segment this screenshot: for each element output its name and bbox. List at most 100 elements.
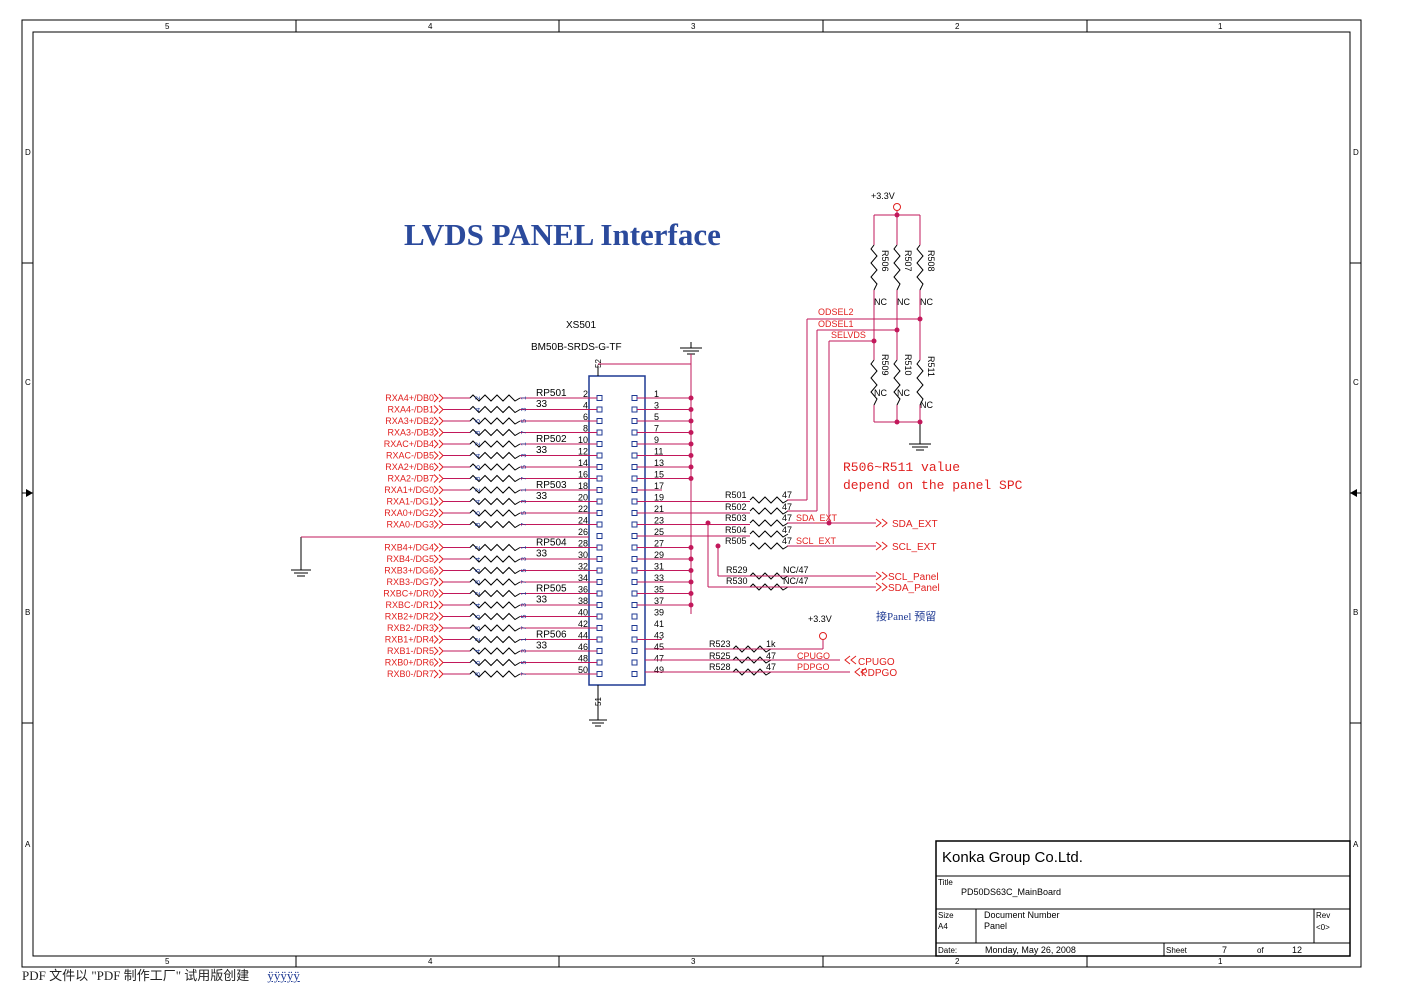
ground-symbol (589, 713, 607, 727)
resistor-value: 47 (766, 651, 776, 661)
rp-pin-label: 7 (521, 431, 528, 435)
rp-pin-label: 1 (521, 592, 528, 596)
left-net-label: RXA2-/DB7 (387, 474, 434, 484)
left-net-label: RXA2+/DB6 (385, 462, 434, 472)
connector-pin-left (596, 452, 603, 459)
resistor-symbol (893, 244, 901, 291)
connector-pin-number: 41 (654, 619, 664, 629)
left-net-label: RXB2+/DR2 (385, 612, 434, 622)
connector-pin-left (596, 429, 603, 436)
note-line-1: R506~R511 value (843, 460, 960, 475)
connector-pin-number: 31 (654, 562, 664, 572)
connector-pin-right (631, 498, 638, 505)
resistor-symbol (469, 612, 521, 621)
connector-pin-left (596, 613, 603, 620)
junction-dot (688, 568, 694, 573)
connector-pin-number: 25 (654, 527, 664, 537)
option-resistor-value: NC (920, 400, 933, 410)
connector-pin-left (596, 395, 603, 401)
col-label-top: 2 (955, 22, 960, 31)
offpage-arrow (433, 577, 444, 587)
rp-pin-label: 6 (475, 511, 482, 515)
rp-pin-label: 7 (521, 626, 528, 630)
connector-pin-number: 46 (578, 642, 588, 652)
resistor-symbol (469, 601, 521, 609)
offpage-scl-ext: SCL_EXT (892, 542, 936, 553)
offpage-arrow (433, 439, 444, 449)
connector-pin-number: 48 (578, 654, 588, 664)
resistor-ref: R503 (725, 513, 747, 523)
rp-pin-label: 5 (521, 569, 528, 573)
net-selvds: SELVDS (831, 330, 866, 340)
connector-pin-number: 17 (654, 481, 664, 491)
connector-pin-number: 43 (654, 631, 664, 641)
resistor-value: 47 (766, 662, 776, 672)
offpage-arrow (433, 520, 444, 529)
col-label-bottom: 5 (165, 957, 170, 966)
docnum-value: Panel (984, 921, 1007, 931)
option-resistor-ref: R509 (880, 354, 890, 376)
resistor-ref: R505 (725, 536, 747, 546)
rp-pin-label: 3 (521, 649, 528, 653)
left-net-label: RXA1+/DG0 (384, 485, 434, 495)
power-label-top: +3.3V (871, 191, 895, 201)
resistor-symbol (469, 474, 521, 483)
rp-pin-label: 6 (475, 465, 482, 469)
rp-pin-label: 7 (521, 672, 528, 676)
connector-pin-number: 4 (583, 401, 588, 411)
resistor-symbol (749, 519, 789, 527)
power-symbol-mid (819, 632, 827, 640)
connector-pin-number: 2 (583, 389, 588, 399)
rp-pin-label: 5 (521, 661, 528, 665)
resistor-symbol (916, 244, 924, 291)
sheet-value: 7 (1222, 945, 1227, 955)
footer-link[interactable]: ÿÿÿÿÿ (267, 968, 300, 983)
connector-pin-right (631, 613, 638, 620)
resistor-symbol (469, 486, 521, 494)
date-label: Date: (938, 946, 957, 955)
frame-col-labels: 5 4 3 2 1 5 4 3 2 1 (165, 22, 1223, 966)
rp-ref: RP503 (536, 480, 567, 491)
offpage-arrow (433, 554, 444, 564)
left-net-label: RXA3-/DB3 (387, 428, 434, 438)
connector-pin-number: 27 (654, 539, 664, 549)
junction-dot (688, 430, 694, 435)
left-net-label: RXA3+/DB2 (385, 416, 434, 426)
offpage-arrow (433, 405, 444, 414)
col-label-bottom: 1 (1218, 957, 1223, 966)
junction-dot (688, 418, 694, 424)
rp-pin-label: 3 (521, 408, 528, 412)
connector-pin-right (631, 625, 638, 631)
rp-pin-label: 2 (475, 592, 482, 596)
col-label-top: 5 (165, 22, 170, 31)
net-pdpgo-wire: PDPGO (797, 662, 830, 672)
connector-pin-left (596, 636, 603, 643)
connector-part: BM50B-SRDS-G-TF (531, 342, 622, 353)
connector-pin-number: 13 (654, 458, 664, 468)
connector-pin-right (631, 533, 638, 539)
col-label-bottom: 3 (691, 957, 696, 966)
junction-dot (917, 419, 923, 425)
row-label-right: D (1353, 148, 1359, 157)
connector-pin-right (631, 567, 638, 574)
offpage-arrow (433, 393, 444, 403)
resistor-value: NC/47 (783, 576, 809, 586)
row-label-left: A (25, 840, 31, 849)
resistor-symbol (469, 394, 521, 402)
offpage-sda-ext: SDA_EXT (892, 519, 938, 530)
net-sda-ext-wire: SDA_EXT (796, 513, 838, 523)
resistor-symbol (469, 566, 521, 575)
junction-dot (688, 453, 694, 458)
resistor-symbol (893, 359, 901, 406)
rp-pin-label: 6 (475, 569, 482, 573)
offpage-cpugo: CPUGO (858, 657, 895, 668)
rp-pin-label: 4 (475, 454, 482, 458)
junction-dot (688, 464, 694, 470)
resistor-symbol (469, 451, 521, 460)
connector-pin-left (596, 498, 603, 505)
resistor-symbol (916, 359, 924, 406)
junction-dot (894, 419, 900, 425)
date-value: Monday, May 26, 2008 (985, 945, 1076, 955)
rp-pin-label: 5 (521, 615, 528, 619)
connector-pin-right (631, 636, 638, 643)
